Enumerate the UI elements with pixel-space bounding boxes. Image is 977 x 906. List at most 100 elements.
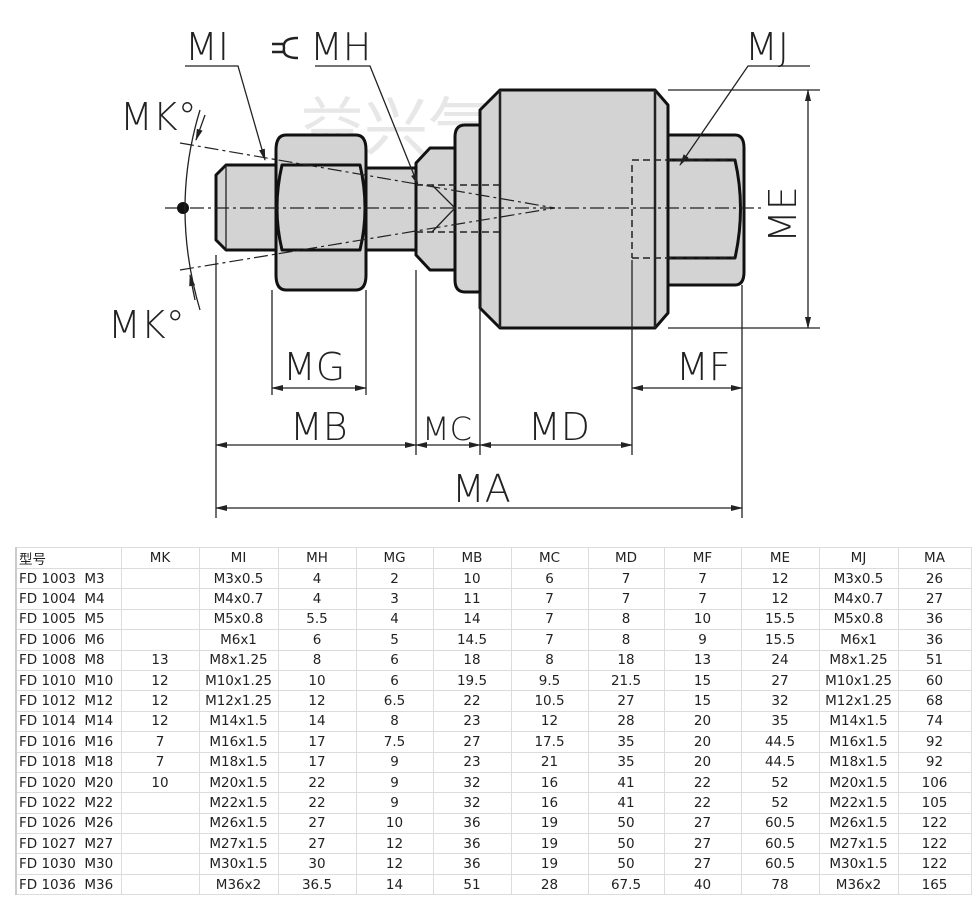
table-cell: 20 bbox=[663, 731, 742, 753]
table-cell: 18 bbox=[432, 649, 512, 671]
table-cell: 8 bbox=[587, 629, 665, 651]
table-cell: M14x1.5 bbox=[198, 710, 279, 733]
table-cell: 22 bbox=[277, 792, 357, 814]
table-cell: 9 bbox=[355, 771, 434, 794]
table-cell: 24 bbox=[740, 649, 820, 671]
table-cell: M22x1.5 bbox=[818, 792, 899, 814]
table-cell: M36x2 bbox=[818, 873, 899, 896]
table-cell: 6 bbox=[355, 649, 434, 671]
table-cell: 36 bbox=[432, 853, 512, 875]
table-cell: M27x1.5 bbox=[198, 833, 279, 855]
table-cell: 10.5 bbox=[510, 690, 589, 712]
table-cell: FD 1026 M26 bbox=[15, 812, 122, 835]
table-cell: 92 bbox=[897, 751, 972, 773]
table-cell: M20x1.5 bbox=[818, 771, 899, 794]
table-cell: 27 bbox=[897, 588, 972, 610]
table-cell bbox=[120, 873, 200, 896]
table-cell: 20 bbox=[663, 710, 742, 733]
table-cell: M22x1.5 bbox=[198, 792, 279, 814]
label-mb: MB bbox=[290, 405, 348, 449]
cone-tip bbox=[414, 146, 457, 272]
label-mi: MI bbox=[185, 25, 229, 69]
table-cell: 165 bbox=[897, 873, 972, 896]
table-cell: 16 bbox=[510, 771, 589, 794]
table-cell: FD 1006 M6 bbox=[15, 629, 122, 651]
column-header: 型号 bbox=[15, 547, 122, 569]
table-cell: 15.5 bbox=[740, 608, 820, 631]
table-cell: 35 bbox=[587, 731, 665, 753]
table-cell: 6 bbox=[277, 629, 357, 651]
table-cell: 27 bbox=[663, 812, 742, 835]
table-cell: 9 bbox=[355, 751, 434, 773]
table-cell: M26x1.5 bbox=[818, 812, 899, 835]
table-cell: 19 bbox=[510, 853, 589, 875]
table-cell: 36 bbox=[897, 608, 972, 631]
table-cell: 4 bbox=[277, 567, 357, 590]
table-cell: 44.5 bbox=[740, 731, 820, 753]
table-cell: 15 bbox=[663, 669, 742, 692]
table-cell: 50 bbox=[587, 833, 665, 855]
table-cell: 7 bbox=[120, 751, 200, 773]
table-cell: 36 bbox=[432, 833, 512, 855]
table-cell: M20x1.5 bbox=[198, 771, 279, 794]
table-cell: 12 bbox=[740, 567, 820, 590]
table-cell: 60 bbox=[897, 669, 972, 692]
table-cell: 8 bbox=[277, 649, 357, 671]
label-me: ME bbox=[761, 186, 805, 243]
table-cell: 5.5 bbox=[277, 608, 357, 631]
table-cell: 7 bbox=[587, 588, 665, 610]
table-cell: FD 1036 M36 bbox=[15, 873, 122, 896]
table-cell: 21.5 bbox=[587, 669, 665, 692]
table-cell bbox=[120, 629, 200, 651]
table-cell: 22 bbox=[663, 792, 742, 814]
table-cell: 35 bbox=[587, 751, 665, 773]
table-cell: M30x1.5 bbox=[818, 853, 899, 875]
table-cell: 12 bbox=[120, 669, 200, 692]
column-header: MG bbox=[355, 547, 434, 569]
table-cell: 27 bbox=[663, 853, 742, 875]
table-cell: 10 bbox=[120, 771, 200, 794]
table-cell: 68 bbox=[897, 690, 972, 712]
table-cell: 21 bbox=[510, 751, 589, 773]
table-cell: M36x2 bbox=[198, 873, 279, 896]
table-cell: M5x0.8 bbox=[198, 608, 279, 631]
table-cell: 8 bbox=[355, 710, 434, 733]
table-cell: FD 1003 M3 bbox=[15, 567, 122, 590]
table-cell: 32 bbox=[432, 771, 512, 794]
table-cell: FD 1008 M8 bbox=[15, 649, 122, 671]
label-ma: MA bbox=[452, 467, 511, 511]
table-cell: 9 bbox=[355, 792, 434, 814]
table-cell: 50 bbox=[587, 853, 665, 875]
table-cell: 5 bbox=[355, 629, 434, 651]
table-cell: FD 1018 M18 bbox=[15, 751, 122, 773]
table-cell: M18x1.5 bbox=[198, 751, 279, 773]
table-cell: 7 bbox=[663, 588, 742, 610]
table-cell: 12 bbox=[740, 588, 820, 610]
table-cell: M16x1.5 bbox=[818, 731, 899, 753]
table-cell: 106 bbox=[897, 771, 972, 794]
table-cell: 40 bbox=[663, 873, 742, 896]
label-mj: MJ bbox=[745, 25, 789, 69]
table-cell: M26x1.5 bbox=[198, 812, 279, 835]
column-header: ME bbox=[740, 547, 820, 569]
table-cell: M14x1.5 bbox=[818, 710, 899, 733]
table-cell: M4x0.7 bbox=[198, 588, 279, 610]
table-cell: FD 1004 M4 bbox=[15, 588, 122, 610]
label-mk-bottom: MK° bbox=[108, 303, 185, 347]
table-cell: 30 bbox=[277, 853, 357, 875]
table-cell: 4 bbox=[277, 588, 357, 610]
table-cell: 26 bbox=[897, 567, 972, 590]
table-cell: 12 bbox=[355, 853, 434, 875]
table-cell: 35 bbox=[740, 710, 820, 733]
